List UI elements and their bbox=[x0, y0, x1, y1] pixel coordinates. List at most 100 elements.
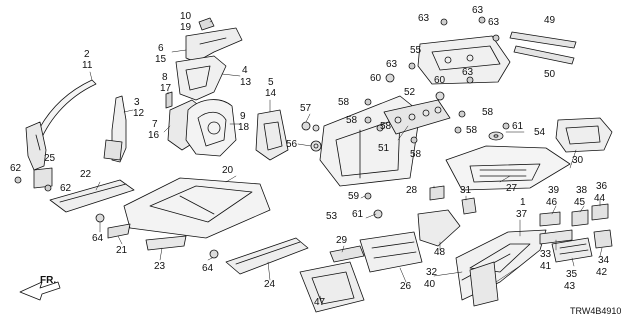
callout-9[interactable]: 9 bbox=[240, 111, 246, 122]
callout-44[interactable]: 44 bbox=[594, 193, 606, 204]
pillar-bracket-parts[interactable] bbox=[14, 167, 53, 192]
callout-63-c[interactable]: 63 bbox=[488, 17, 500, 28]
bracket-part-38[interactable] bbox=[571, 209, 589, 227]
callout-42[interactable]: 42 bbox=[596, 267, 608, 278]
small-bracket-parts[interactable] bbox=[364, 185, 477, 219]
grommet-part-56[interactable] bbox=[310, 140, 322, 152]
callout-35[interactable]: 35 bbox=[566, 269, 578, 280]
callout-62-a[interactable]: 62 bbox=[10, 163, 22, 174]
callout-19[interactable]: 19 bbox=[180, 22, 192, 33]
callout-63-d[interactable]: 63 bbox=[386, 59, 398, 70]
callout-31[interactable]: 31 bbox=[460, 185, 472, 196]
bracket-part-8[interactable] bbox=[165, 91, 173, 109]
callout-41[interactable]: 41 bbox=[540, 261, 552, 272]
rail-part-49[interactable] bbox=[509, 31, 577, 49]
callout-62-b[interactable]: 62 bbox=[60, 183, 72, 194]
callout-51[interactable]: 51 bbox=[378, 143, 390, 154]
callout-61-a[interactable]: 61 bbox=[512, 121, 524, 132]
a-pillar-outer-part[interactable] bbox=[25, 79, 97, 171]
callout-37[interactable]: 37 bbox=[516, 209, 528, 220]
cross-member-part-52[interactable] bbox=[383, 99, 451, 135]
callout-34[interactable]: 34 bbox=[598, 255, 610, 266]
floor-plate-part-23[interactable] bbox=[145, 235, 187, 251]
callout-63-e[interactable]: 63 bbox=[462, 67, 474, 78]
callout-58-a[interactable]: 58 bbox=[338, 97, 350, 108]
callout-26[interactable]: 26 bbox=[400, 281, 412, 292]
callout-59[interactable]: 59 bbox=[348, 191, 360, 202]
floor-bracket-part-48[interactable] bbox=[417, 209, 461, 247]
callout-61-b[interactable]: 61 bbox=[352, 209, 364, 220]
callout-45[interactable]: 45 bbox=[574, 197, 586, 208]
front-floor-part[interactable] bbox=[123, 177, 271, 239]
washer-part-61[interactable] bbox=[488, 122, 510, 141]
callout-33[interactable]: 33 bbox=[540, 249, 552, 260]
bracket-part-36[interactable] bbox=[591, 203, 609, 221]
wheelhouse-part[interactable] bbox=[185, 99, 237, 157]
callout-20[interactable]: 20 bbox=[222, 165, 234, 176]
upper-gusset-part[interactable] bbox=[185, 27, 243, 63]
callout-48[interactable]: 48 bbox=[434, 247, 446, 258]
callout-53[interactable]: 53 bbox=[326, 211, 338, 222]
bolt-parts[interactable] bbox=[364, 16, 500, 144]
callout-40[interactable]: 40 bbox=[424, 279, 436, 290]
callout-46[interactable]: 46 bbox=[546, 197, 558, 208]
callout-4[interactable]: 4 bbox=[242, 65, 248, 76]
a-pillar-inner-part[interactable] bbox=[103, 95, 127, 163]
callout-21[interactable]: 21 bbox=[116, 245, 128, 256]
callout-63-a[interactable]: 63 bbox=[418, 13, 430, 24]
bolt-part-64-rear[interactable] bbox=[209, 249, 219, 259]
callout-15[interactable]: 15 bbox=[155, 54, 167, 65]
callout-58-e[interactable]: 58 bbox=[466, 125, 478, 136]
rear-frame-lower-part[interactable] bbox=[469, 261, 499, 307]
callout-10[interactable]: 10 bbox=[180, 11, 192, 22]
callout-18[interactable]: 18 bbox=[238, 122, 250, 133]
floor-frame-part-26[interactable] bbox=[359, 231, 423, 273]
callout-14[interactable]: 14 bbox=[265, 88, 277, 99]
strut-tower-upper-part[interactable] bbox=[175, 55, 227, 101]
bolt-part-64-front[interactable] bbox=[95, 213, 105, 223]
callout-17[interactable]: 17 bbox=[160, 83, 172, 94]
callout-60-a[interactable]: 60 bbox=[370, 73, 382, 84]
callout-38[interactable]: 38 bbox=[576, 185, 588, 196]
bracket-part-34[interactable] bbox=[593, 229, 613, 249]
callout-7[interactable]: 7 bbox=[152, 119, 158, 130]
callout-23[interactable]: 23 bbox=[154, 261, 166, 272]
rail-part-50[interactable] bbox=[513, 45, 575, 65]
callout-39[interactable]: 39 bbox=[548, 185, 560, 196]
side-sill-front-part[interactable] bbox=[49, 179, 135, 213]
callout-6[interactable]: 6 bbox=[158, 43, 164, 54]
plate-part-35[interactable] bbox=[551, 237, 593, 263]
callout-12[interactable]: 12 bbox=[133, 108, 145, 119]
callout-13[interactable]: 13 bbox=[240, 77, 252, 88]
clip-part-10[interactable] bbox=[198, 17, 215, 31]
rear-bracket-part-30[interactable] bbox=[555, 117, 613, 153]
callout-2[interactable]: 2 bbox=[84, 49, 90, 60]
bracket-part-21[interactable] bbox=[107, 223, 131, 239]
callout-25[interactable]: 25 bbox=[44, 153, 56, 164]
callout-28[interactable]: 28 bbox=[406, 185, 418, 196]
callout-8[interactable]: 8 bbox=[162, 72, 168, 83]
callout-1[interactable]: 1 bbox=[520, 197, 526, 208]
callout-16[interactable]: 16 bbox=[148, 130, 160, 141]
callout-24[interactable]: 24 bbox=[264, 279, 276, 290]
callout-49[interactable]: 49 bbox=[544, 15, 556, 26]
bracket-part-39[interactable] bbox=[539, 211, 561, 227]
callout-5[interactable]: 5 bbox=[268, 77, 274, 88]
side-sill-rear-part[interactable] bbox=[225, 237, 309, 275]
callout-32[interactable]: 32 bbox=[426, 267, 438, 278]
callout-58-c[interactable]: 58 bbox=[380, 121, 392, 132]
floor-frame-part-29[interactable] bbox=[329, 245, 365, 263]
callout-22[interactable]: 22 bbox=[80, 169, 92, 180]
callout-27[interactable]: 27 bbox=[506, 183, 518, 194]
bracket-part-33[interactable] bbox=[539, 229, 573, 245]
callout-58-b[interactable]: 58 bbox=[346, 115, 358, 126]
callout-64-b[interactable]: 64 bbox=[202, 263, 214, 274]
callout-57[interactable]: 57 bbox=[300, 103, 312, 114]
callout-55[interactable]: 55 bbox=[410, 45, 422, 56]
callout-50[interactable]: 50 bbox=[544, 69, 556, 80]
callout-3[interactable]: 3 bbox=[134, 97, 140, 108]
rear-floor-pan-part[interactable] bbox=[445, 145, 571, 191]
callout-64-a[interactable]: 64 bbox=[92, 233, 104, 244]
callout-11[interactable]: 11 bbox=[82, 60, 93, 71]
callout-56[interactable]: 56 bbox=[286, 139, 298, 150]
